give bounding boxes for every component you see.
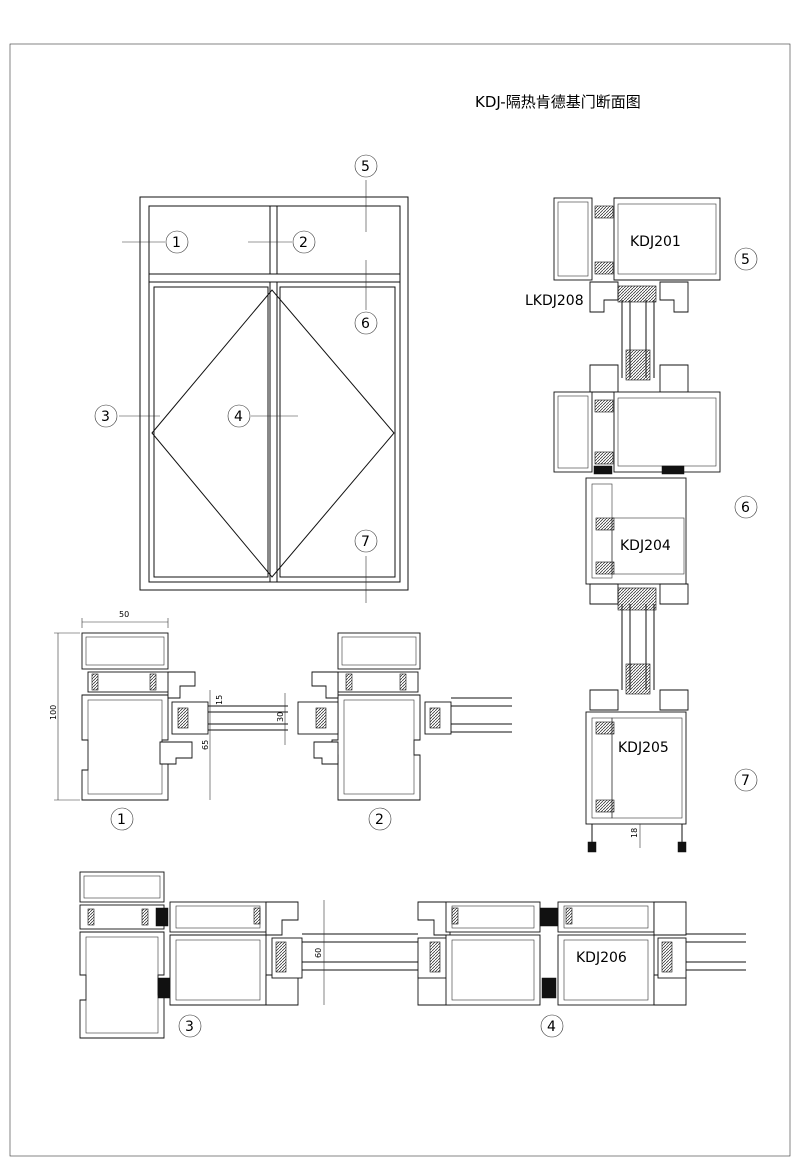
- callout-5-vert: 5: [734, 247, 758, 271]
- svg-text:2: 2: [375, 812, 384, 828]
- svg-text:50: 50: [119, 610, 129, 619]
- callout-6-vert: 6: [734, 495, 758, 519]
- vertical-section: KDJ201 LKDJ208 KDJ204: [525, 197, 721, 853]
- svg-text:6: 6: [741, 500, 750, 516]
- svg-text:1: 1: [172, 235, 181, 251]
- callout-3-sec: 3: [178, 1014, 202, 1038]
- svg-text:65: 65: [201, 740, 210, 750]
- svg-text:5: 5: [741, 252, 750, 268]
- svg-text:60: 60: [314, 948, 323, 958]
- section-2: [297, 632, 512, 801]
- svg-text:3: 3: [185, 1019, 194, 1035]
- sheet-border: [9, 43, 791, 1157]
- svg-text:30: 30: [276, 712, 285, 722]
- callout-2-elev: 2: [292, 230, 316, 254]
- callout-7-elev: 7: [354, 529, 378, 553]
- door-outer-frame: [139, 196, 409, 591]
- svg-text:7: 7: [741, 773, 750, 789]
- door-elevation: [119, 180, 409, 603]
- section-4: KDJ206: [417, 901, 746, 1006]
- section-1: 50 100 15 65 30: [49, 610, 288, 801]
- svg-text:15: 15: [215, 695, 224, 705]
- callout-4-sec: 4: [540, 1014, 564, 1038]
- drawing-title: KDJ-隔热肯德基门断面图: [475, 93, 641, 111]
- callout-7-vert: 7: [734, 768, 758, 792]
- diamond-mark: [151, 289, 395, 578]
- svg-text:4: 4: [234, 409, 243, 425]
- left-leaf: [153, 286, 269, 578]
- label-kdj205: KDJ205: [618, 740, 669, 756]
- callout-6-elev: 6: [354, 311, 378, 335]
- label-kdj201: KDJ201: [630, 234, 681, 250]
- callout-5-elev: 5: [354, 154, 378, 178]
- right-leaf: [279, 286, 396, 578]
- callout-4-elev: 4: [227, 404, 251, 428]
- label-lkdj208: LKDJ208: [525, 293, 584, 309]
- callout-1-elev: 1: [165, 230, 189, 254]
- svg-text:100: 100: [49, 705, 58, 720]
- callout-2-sec: 2: [368, 807, 392, 831]
- svg-text:1: 1: [117, 812, 126, 828]
- label-kdj206: KDJ206: [576, 950, 627, 966]
- label-kdj204: KDJ204: [620, 538, 671, 554]
- svg-text:5: 5: [361, 159, 370, 175]
- svg-text:6: 6: [361, 316, 370, 332]
- callout-1-sec: 1: [110, 807, 134, 831]
- svg-text:18: 18: [630, 828, 639, 838]
- callout-3-elev: 3: [94, 404, 118, 428]
- svg-text:3: 3: [101, 409, 110, 425]
- svg-text:2: 2: [299, 235, 308, 251]
- door-inner-frame: [148, 205, 401, 583]
- section-3: 60: [79, 871, 418, 1039]
- svg-text:4: 4: [547, 1019, 556, 1035]
- svg-text:7: 7: [361, 534, 370, 550]
